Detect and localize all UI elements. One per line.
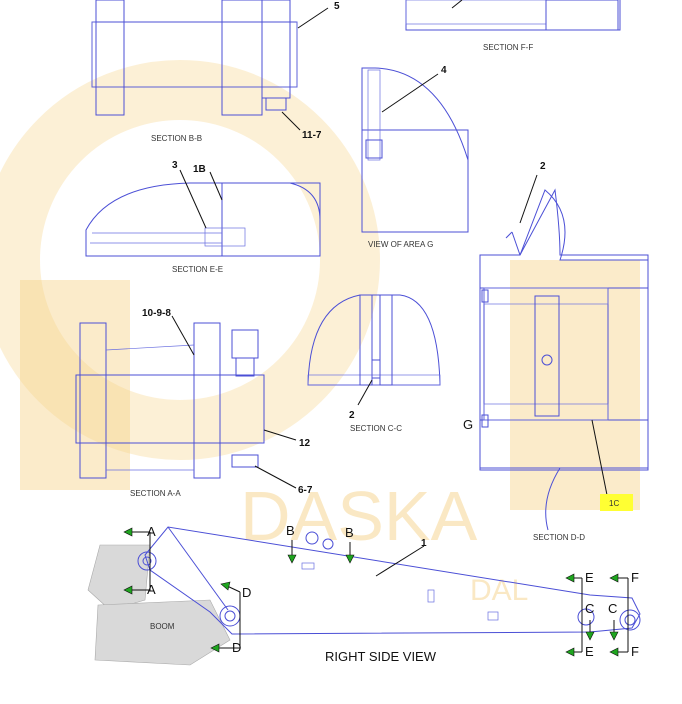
mark-b-right: B [345, 525, 354, 540]
mark-e-bottom: E [585, 644, 594, 659]
mark-f-bottom: F [631, 644, 639, 659]
section-a-a: 10-9-8 12 6-7 SECTION A-A [75, 308, 313, 498]
callout-10-9-8: 10-9-8 [142, 308, 171, 319]
mark-c-left: C [585, 601, 594, 616]
mark-a-top: A [147, 524, 156, 539]
section-f-f: SECTION F-F [405, 0, 621, 52]
callout-2-cc: 2 [349, 410, 355, 421]
callout-1b: 1B [193, 164, 206, 175]
mark-a-bottom: A [147, 582, 156, 597]
arrow-f-top [609, 573, 619, 583]
arrow-d-top [220, 581, 231, 591]
callout-5: 5 [334, 1, 340, 12]
arrow-d-bottom [210, 643, 220, 653]
caption-section-d-d: SECTION D-D [533, 533, 585, 542]
mark-c-right: C [608, 601, 617, 616]
mark-d-top: D [242, 585, 251, 600]
section-marks: A A B B D D E E F F C C [123, 523, 639, 659]
callout-3: 3 [172, 160, 178, 171]
arrow-e-top [565, 573, 575, 583]
arrow-e-bottom [565, 647, 575, 657]
boom-label: BOOM [150, 622, 175, 631]
arrow-b-left [287, 554, 297, 564]
caption-section-f-f: SECTION F-F [483, 43, 533, 52]
arrow-a-top [123, 527, 133, 537]
caption-right-side-view: RIGHT SIDE VIEW [325, 649, 437, 664]
section-e-e: 3 1B SECTION E-E [85, 160, 321, 274]
callout-2-top: 2 [540, 161, 546, 172]
arrow-b-right [345, 554, 355, 564]
callout-12: 12 [299, 438, 311, 449]
section-c-c: 2 SECTION C-C [307, 294, 441, 433]
caption-section-e-e: SECTION E-E [172, 265, 223, 274]
view-area-g: 4 VIEW OF AREA G [361, 65, 469, 249]
section-b-b: 5 11-7 SECTION B-B [91, 0, 340, 143]
watermark-text-small: DAL [470, 574, 528, 607]
arrow-a-bottom [123, 585, 133, 595]
arrow-c-left [585, 631, 595, 641]
caption-section-b-b: SECTION B-B [151, 134, 202, 143]
arrow-f-bottom [609, 647, 619, 657]
callout-6-7: 6-7 [298, 485, 313, 496]
caption-view-area-g: VIEW OF AREA G [368, 240, 433, 249]
mark-d-bottom: D [232, 640, 241, 655]
highlight-box [600, 494, 633, 511]
callout-11-7: 11-7 [302, 130, 322, 141]
callout-1c: 1C [609, 499, 619, 508]
callout-4: 4 [441, 65, 447, 76]
watermark-text: DASKA [240, 477, 478, 555]
section-d-d: 2 G 1C SECTION D-D [463, 161, 649, 542]
arrow-c-right [609, 631, 619, 641]
caption-section-a-a: SECTION A-A [130, 489, 181, 498]
callout-g: G [463, 417, 473, 432]
mark-f-top: F [631, 570, 639, 585]
mark-b-left: B [286, 523, 295, 538]
caption-section-c-c: SECTION C-C [350, 424, 402, 433]
mark-e-top: E [585, 570, 594, 585]
right-side-view: BOOM 1 RIGHT SIDE VIEW [87, 526, 641, 666]
callout-1: 1 [421, 538, 427, 549]
